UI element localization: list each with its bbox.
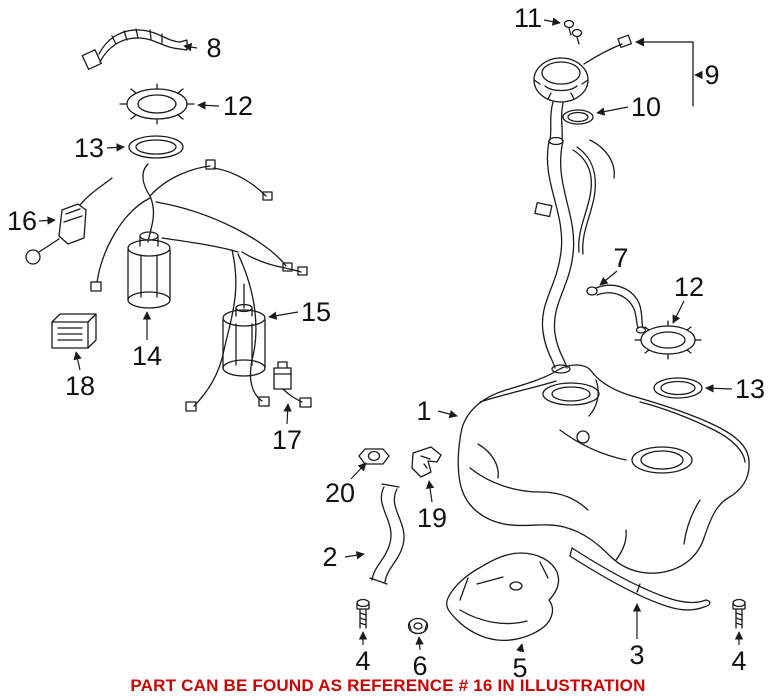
callout-number-4: 4 [355, 646, 370, 676]
clip-drawing [411, 446, 442, 478]
sensor-connector-drawing [273, 361, 312, 408]
filler-pipe-drawing [534, 101, 615, 374]
nut-drawing [358, 448, 390, 465]
callout-number-12: 12 [223, 91, 253, 121]
corrugated-hose-drawing [81, 28, 188, 70]
screws-drawing [563, 19, 583, 45]
diagram-caption: PART CAN BE FOUND AS REFERENCE # 16 IN I… [130, 676, 646, 695]
callout-leader-13 [106, 143, 125, 152]
lock-ring-drawing-2 [634, 320, 702, 360]
control-module-drawing [51, 313, 97, 349]
fuel-pump-module-drawing [127, 231, 171, 309]
fuel-cap-drawing [533, 34, 694, 107]
callout-leader-13 [705, 384, 733, 393]
callout-number-13: 13 [74, 133, 104, 163]
heat-shield-drawing [445, 552, 560, 642]
lock-ring-drawing [119, 83, 195, 125]
callout-number-3: 3 [629, 640, 644, 670]
vent-hose-drawing [586, 284, 647, 334]
callout-number-11: 11 [514, 3, 542, 33]
cap-seal-drawing [562, 109, 594, 125]
fuel-tank-drawing [457, 364, 750, 574]
callout-number-18: 18 [65, 371, 95, 401]
callout-number-7: 7 [613, 243, 628, 273]
callout-number-4: 4 [731, 646, 746, 676]
callout-number-13: 13 [735, 374, 765, 404]
callout-leader-18 [73, 351, 82, 371]
callout-number-8: 8 [206, 33, 221, 63]
filler-hose-drawing [369, 483, 405, 585]
callout-leader-8 [183, 42, 198, 52]
callout-number-6: 6 [412, 651, 427, 681]
callout-number-14: 14 [132, 341, 162, 371]
callout-leader-2 [344, 551, 365, 560]
illustration-linework [25, 19, 750, 642]
bolt-drawing-2 [732, 598, 746, 629]
callout-number-10: 10 [631, 92, 661, 122]
callout-number-19: 19 [417, 503, 447, 533]
callout-leader-1 [437, 410, 458, 419]
callout-number-20: 20 [325, 478, 355, 508]
callout-leader-11 [543, 17, 561, 26]
callout-leader-15 [268, 311, 299, 320]
callout-number-2: 2 [322, 542, 337, 572]
bolt-drawing [356, 598, 370, 629]
callout-number-9: 9 [704, 60, 719, 90]
washer-nut-drawing [407, 617, 429, 635]
callout-leader-19 [425, 480, 435, 503]
sensor-bracket-drawing [25, 177, 113, 265]
callout-number-16: 16 [7, 206, 37, 236]
callout-leader-17 [283, 403, 292, 425]
fuel-pump-module-drawing-2 [222, 303, 266, 377]
seal-ring-drawing-2 [653, 377, 703, 399]
strap-drawing [569, 547, 711, 611]
callout-number-12: 12 [674, 272, 704, 302]
callout-leader-5 [516, 643, 525, 653]
callout-leader-20 [350, 462, 367, 480]
callout-leader-6 [415, 636, 424, 651]
seal-ring-drawing [128, 135, 184, 159]
callout-number-17: 17 [272, 425, 302, 455]
callout-leader-16 [38, 216, 56, 225]
callout-leader-10 [596, 106, 629, 116]
wiring-harness-drawing [90, 159, 308, 412]
callout-leader-7 [599, 270, 618, 286]
callout-number-15: 15 [301, 297, 331, 327]
callout-leader-12 [197, 101, 220, 110]
callout-leader-12 [672, 300, 685, 324]
callout-number-1: 1 [416, 396, 431, 426]
callout-number-5: 5 [512, 653, 527, 683]
